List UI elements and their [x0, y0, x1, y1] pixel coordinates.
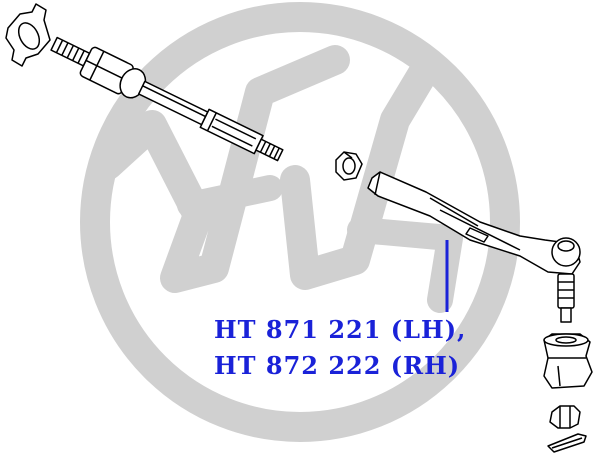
inner-tie-rod-icon	[50, 36, 284, 162]
watermark-logo	[80, 2, 520, 442]
dust-boot-icon	[543, 333, 593, 389]
lock-nut-icon	[335, 151, 363, 181]
cotter-pin-icon	[547, 433, 587, 453]
castle-nut-icon	[549, 405, 581, 429]
outer-tie-rod-end-icon	[367, 171, 581, 323]
part-number-lh: HT 871 221 (LH),	[214, 315, 467, 344]
part-number-rh: HT 872 222 (RH)	[214, 351, 461, 380]
lock-plate-icon	[5, 3, 51, 67]
